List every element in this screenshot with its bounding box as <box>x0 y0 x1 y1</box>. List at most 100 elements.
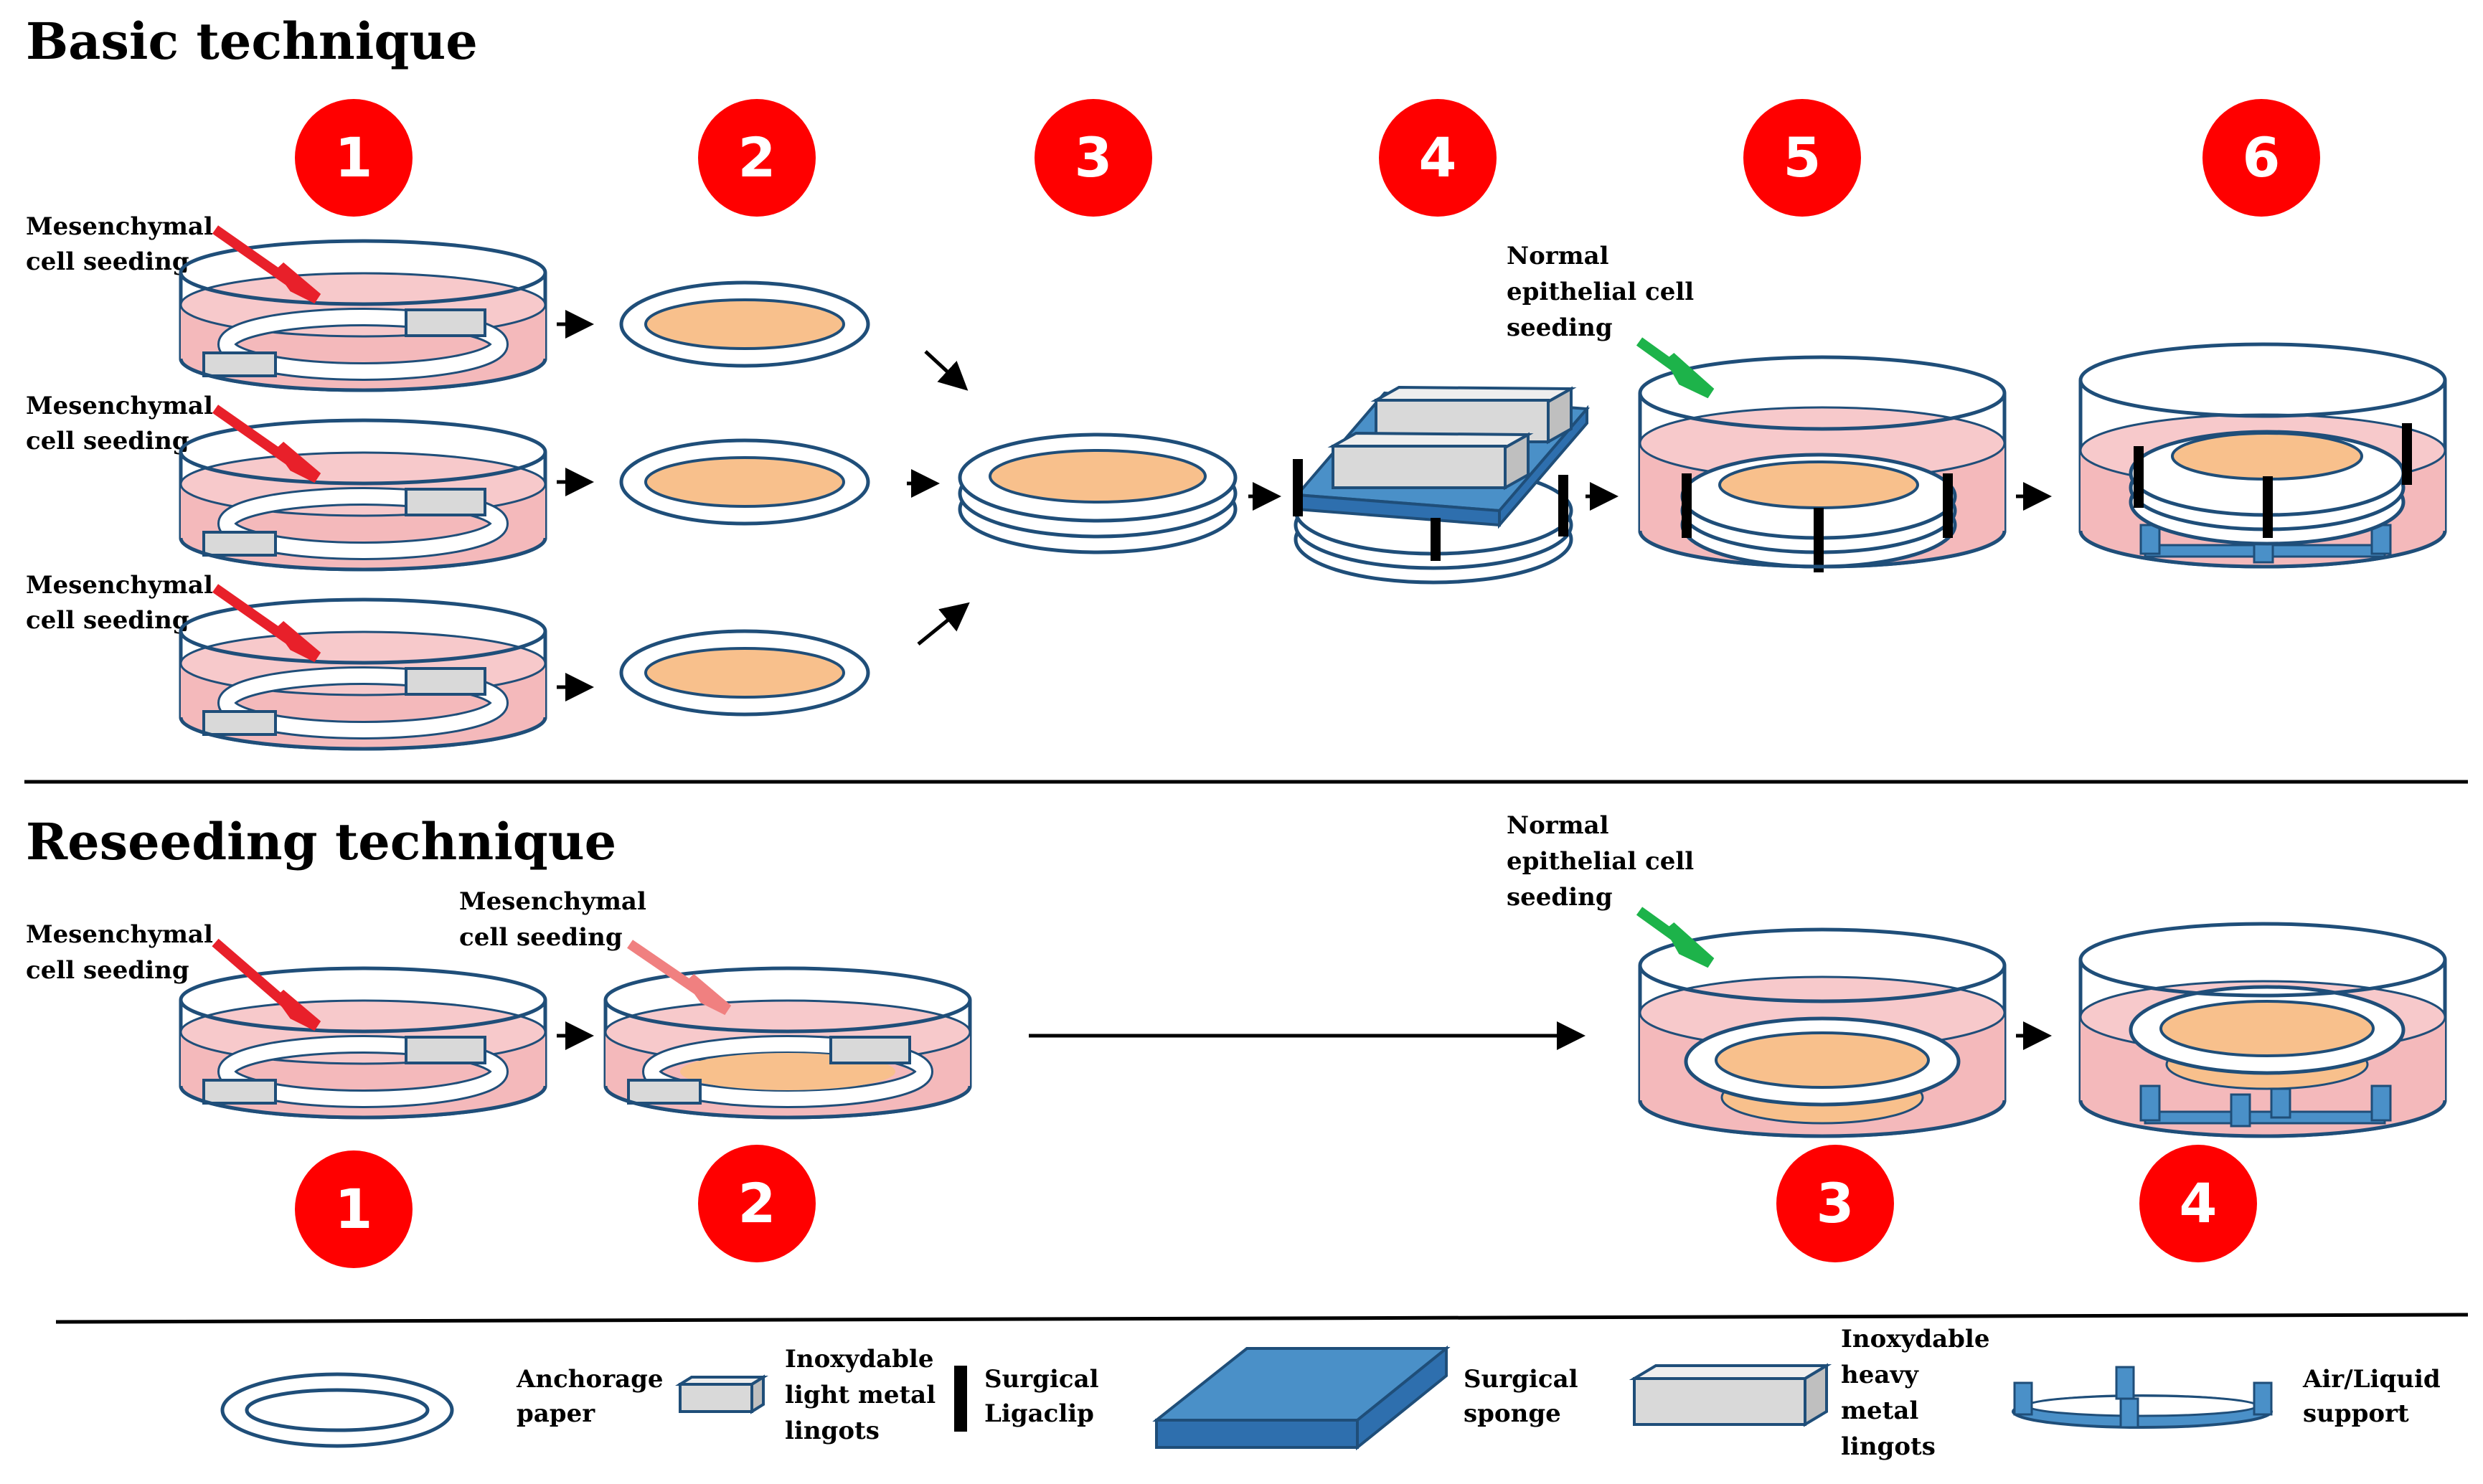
step-badge <box>698 1145 816 1262</box>
ligaclip <box>1682 473 1692 538</box>
legend-label: Ligaclip <box>984 1399 1094 1428</box>
light-ingot <box>202 710 277 736</box>
basic-step3-stack <box>958 433 1238 554</box>
ligaclip <box>1431 518 1441 561</box>
epithelial-label: seeding <box>1507 313 1613 342</box>
seeding-label: Mesenchymal <box>26 392 213 420</box>
ligaclip <box>2402 423 2412 485</box>
seeding-label: Mesenchymal <box>26 920 213 949</box>
legend-divider <box>55 1313 2469 1324</box>
step-badge <box>1776 1145 1894 1262</box>
ligaclip <box>1293 459 1303 516</box>
basic-technique-title: Basic technique <box>26 11 478 71</box>
reseeding-step3-dish: Normal epithelial cell seeding <box>1507 811 2007 1138</box>
step-badge <box>1379 99 1497 217</box>
step-badge <box>1035 99 1152 217</box>
light-ingot <box>405 1036 486 1064</box>
seeding-label: cell seeding <box>26 606 189 635</box>
seeding-arrow <box>275 620 321 663</box>
heavy-ingot-icon <box>1633 1377 1806 1426</box>
reseeding-step-badges: 1 2 3 4 <box>295 1145 2257 1268</box>
basic-flow-arrows <box>557 310 2052 701</box>
basic-step1-dish: Mesenchymal cell seeding <box>26 392 547 572</box>
step-number: 3 <box>1817 1171 1855 1235</box>
legend-label: light metal <box>785 1381 936 1409</box>
light-ingot <box>202 351 277 377</box>
epithelial-seeding-arrow <box>1665 353 1715 399</box>
ligaclip <box>2134 446 2144 508</box>
seeding-label: cell seeding <box>459 923 623 952</box>
step-number: 4 <box>1419 126 1457 189</box>
legend-anchorage-paper: Anchorage paper <box>220 1365 664 1448</box>
flow-arrow <box>924 350 969 391</box>
air-liquid-support <box>2144 1110 2386 1125</box>
basic-step6-dish <box>2078 342 2447 569</box>
seeding-arrow <box>685 973 732 1016</box>
seeding-label: Mesenchymal <box>459 887 646 916</box>
legend-sponge: Surgical sponge <box>1152 1345 1578 1451</box>
step-badge <box>295 99 413 217</box>
heavy-ingot <box>1332 445 1507 489</box>
ligaclip <box>2263 476 2273 538</box>
legend-support: Air/Liquid support <box>2012 1365 2441 1429</box>
flow-arrow <box>917 602 970 646</box>
step-number: 4 <box>2180 1171 2218 1235</box>
legend-label: Surgical <box>1464 1365 1578 1394</box>
light-ingot <box>405 667 486 696</box>
step-badge <box>1743 99 1861 217</box>
ligaclip-icon <box>954 1366 967 1432</box>
basic-step1-dish: Mesenchymal cell seeding <box>26 571 547 751</box>
legend-label: Inoxydable <box>785 1345 933 1374</box>
basic-step5-dish: Normal epithelial cell seeding <box>1507 242 2007 572</box>
step-number: 2 <box>738 1171 776 1235</box>
step-number: 2 <box>738 126 776 189</box>
legend-label: metal <box>1841 1396 1918 1425</box>
seeding-label: cell seeding <box>26 247 189 276</box>
light-ingot <box>202 1079 277 1105</box>
legend-label: lingots <box>785 1417 880 1445</box>
legend-label: paper <box>517 1399 595 1428</box>
ligaclip <box>1943 473 1953 538</box>
basic-step1-dish: Mesenchymal cell seeding <box>26 212 547 392</box>
seeding-label: Mesenchymal <box>26 212 213 241</box>
legend-label: heavy <box>1841 1361 1919 1389</box>
legend: Anchorage paper Inoxydable light metal l… <box>220 1325 2441 1461</box>
epithelial-label: seeding <box>1507 883 1613 912</box>
epithelial-label: Normal <box>1507 242 1609 270</box>
seeding-label: Mesenchymal <box>26 571 213 600</box>
seeding-label: cell seeding <box>26 427 189 455</box>
legend-label: lingots <box>1841 1432 1936 1461</box>
light-ingot <box>829 1036 911 1064</box>
seeding-arrow <box>275 441 321 483</box>
reseeding-technique-title: Reseeding technique <box>26 812 616 871</box>
legend-label: sponge <box>1464 1399 1561 1428</box>
legend-heavy-ingots: Inoxydable heavy metal lingots <box>1629 1325 1989 1461</box>
reseeding-step2-dish: Mesenchymal cell seeding <box>459 887 972 1120</box>
epithelial-seeding-arrow <box>1665 922 1715 968</box>
step-badge <box>2202 99 2320 217</box>
epithelial-label: epithelial cell <box>1507 278 1694 306</box>
legend-ligaclip: Surgical Ligaclip <box>954 1365 1099 1432</box>
step-number: 3 <box>1075 126 1113 189</box>
step-number: 1 <box>335 126 373 189</box>
step-badge <box>698 99 816 217</box>
legend-label: Surgical <box>984 1365 1099 1394</box>
legend-label: Air/Liquid <box>2302 1365 2441 1394</box>
basic-step4-assembly <box>1293 385 1591 585</box>
step-number: 6 <box>2243 126 2281 189</box>
basic-step-badges: 1 2 3 4 5 6 <box>295 99 2320 217</box>
light-ingot-icon <box>679 1383 753 1413</box>
light-ingot <box>627 1079 702 1105</box>
step-badge <box>295 1150 413 1268</box>
basic-step2-papers <box>619 280 870 717</box>
light-ingot <box>405 488 486 516</box>
legend-light-ingots: Inoxydable light metal lingots <box>675 1345 936 1445</box>
legend-label: Inoxydable <box>1841 1325 1989 1353</box>
ligaclip <box>1814 508 1824 572</box>
seeding-arrow <box>275 989 321 1031</box>
epithelial-label: Normal <box>1507 811 1609 840</box>
step-badge <box>2139 1145 2257 1262</box>
light-ingot <box>202 531 277 557</box>
seeding-label: cell seeding <box>26 956 189 985</box>
